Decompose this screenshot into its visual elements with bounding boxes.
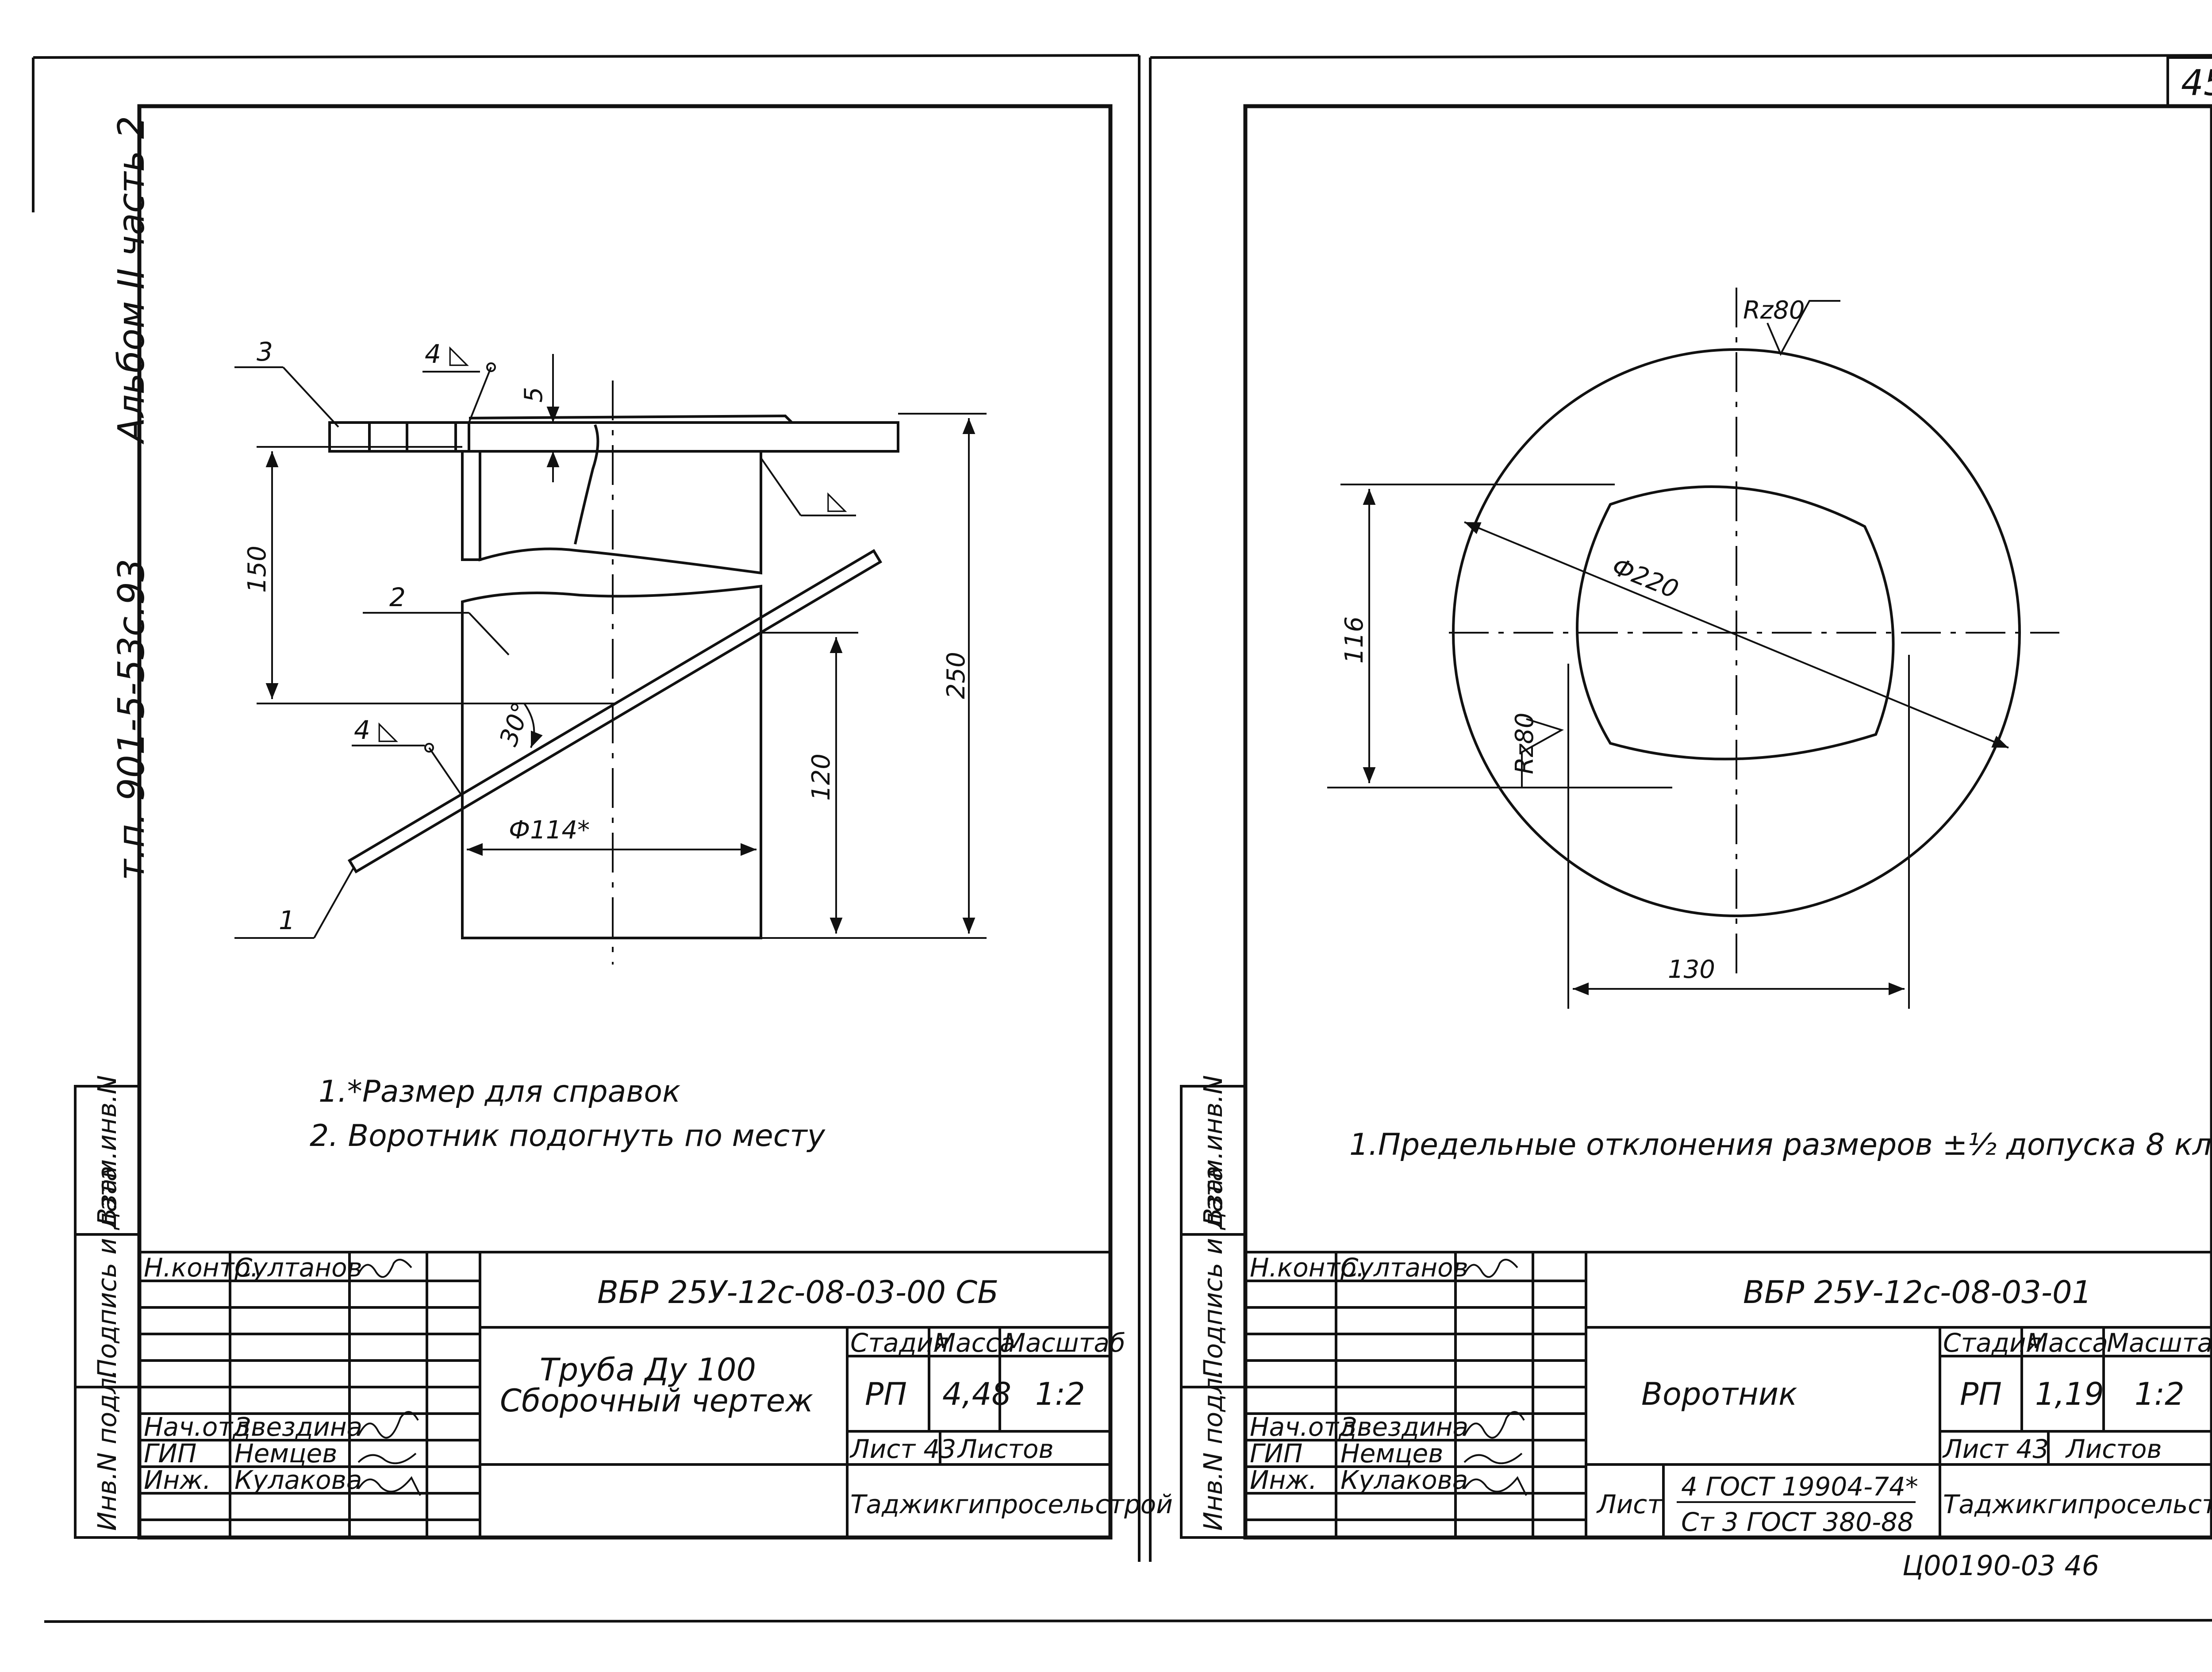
left-name-nkontr: Султанов — [234, 1253, 362, 1283]
signature — [357, 1476, 421, 1496]
right-head-mass: Масса — [2026, 1328, 2108, 1358]
side-stamp-vzam: Взам.инв.N — [1198, 1075, 1228, 1226]
right-sheets-label: Листов — [2065, 1434, 2162, 1464]
left-head-stage: Стадия — [850, 1328, 949, 1358]
left-name-inzh: Кулакова — [234, 1465, 362, 1495]
dim-120: 120 — [807, 753, 836, 801]
right-title: Воротник — [1641, 1376, 1797, 1412]
dim-250: 250 — [942, 652, 971, 699]
right-name-nachotd: Звездина — [1340, 1412, 1468, 1442]
left-organization: Таджикгипросельстрой — [850, 1489, 1173, 1519]
right-material-line-2: Ст 3 ГОСТ 380-88 — [1681, 1507, 1914, 1537]
page-number: 45 — [2181, 62, 2212, 104]
album-title: Альбом II часть 2 — [111, 116, 153, 445]
left-name-nachotd: Звездина — [234, 1412, 362, 1442]
dim-116: 116 — [1340, 616, 1369, 664]
assembly-drawing: 3 2 1 4 ◺ 4 ◺ ◺ 5 150 250 — [234, 337, 987, 965]
left-head-scale: Масштаб — [1003, 1328, 1125, 1358]
roughness-outer: Rz80 — [1743, 296, 1805, 325]
right-head-scale: Масштаб — [2107, 1328, 2212, 1358]
side-stamp-inv: Инв.N подл. — [92, 1369, 122, 1531]
page-frames — [32, 54, 2212, 1623]
right-name-inzh: Кулакова — [1340, 1465, 1468, 1495]
right-scale-value: 1:2 — [2135, 1376, 2185, 1412]
right-organization: Таджикгипросельстрой — [1943, 1489, 2212, 1519]
left-sheets-label: Листов — [957, 1434, 1054, 1464]
right-material-label: Лист — [1596, 1489, 1663, 1519]
right-role-nachotd: Нач.отд. — [1250, 1412, 1365, 1442]
signature — [1463, 1411, 1525, 1439]
right-doc-code: ВБР 25У-12с-08-03-01 — [1743, 1274, 2092, 1311]
right-stage-value: РП — [1960, 1376, 2002, 1412]
signature — [1463, 1453, 1523, 1464]
left-role-nkontr: Н.контр. — [144, 1253, 259, 1283]
left-stage-value: РП — [865, 1376, 907, 1412]
signature — [357, 1259, 412, 1278]
left-sheet-label: Лист 43 — [849, 1434, 956, 1464]
dim-130: 130 — [1668, 955, 1715, 984]
part-label-3: 3 — [257, 337, 273, 367]
left-note-2: 2. Воротник подогнуть по месту — [310, 1119, 826, 1153]
collar-drawing: Ф220 116 130 Rz80 Rz80 — [1327, 288, 2059, 1009]
right-role-inzh: Инж. — [1250, 1465, 1317, 1495]
right-head-stage: Стадия — [1943, 1328, 2042, 1358]
dim-5: 5 — [519, 387, 548, 403]
right-mass-value: 1,19 — [2035, 1376, 2104, 1412]
right-name-gip: Немцев — [1340, 1438, 1443, 1468]
right-note-1: 1.Предельные отклонения размеров ±½ допу… — [1349, 1127, 2212, 1162]
dim-phi-114: Ф114* — [509, 816, 590, 845]
right-name-nkontr: Султанов — [1340, 1253, 1468, 1283]
side-stamp-inv: Инв.N подл. — [1198, 1369, 1228, 1531]
side-stamp-podpis: Подпись и дата — [1198, 1166, 1228, 1378]
left-mass-value: 4,48 — [942, 1376, 1011, 1412]
left-role-nachotd: Нач.отд. — [144, 1412, 259, 1442]
left-role-gip: ГИП — [144, 1438, 196, 1468]
roughness-inner: Rz80 — [1510, 712, 1539, 774]
signature — [357, 1411, 419, 1439]
weld-mark-right: ◺ — [827, 485, 847, 515]
weld-mark-top: 4 ◺ — [425, 339, 469, 369]
signature — [1463, 1476, 1527, 1496]
signature — [357, 1453, 417, 1464]
right-role-nkontr: Н.контр. — [1250, 1253, 1365, 1283]
dim-angle-30: 30° — [494, 699, 536, 750]
right-side-stamp: Взам.инв.N Подпись и дата Инв.N подл. — [1180, 1075, 1247, 1539]
side-stamp-vzam: Взам.инв.N — [92, 1075, 122, 1226]
right-sheet: 45 Взам.инв.N Подпись и дата Инв.N подл.… — [1180, 56, 2212, 1582]
left-side-stamp: Взам.инв.N Подпись и дата Инв.N подл. — [74, 1075, 141, 1539]
left-scale-value: 1:2 — [1035, 1376, 1085, 1412]
right-sheet-label: Лист 43 — [1942, 1434, 2049, 1464]
left-role-inzh: Инж. — [144, 1465, 211, 1495]
right-title-block: Н.контр. Султанов Нач.отд. Звездина ГИП … — [1244, 1251, 2212, 1539]
archive-code: Ц00190-03 46 — [1902, 1549, 2099, 1582]
left-doc-code: ВБР 25У-12с-08-03-00 СБ — [597, 1274, 998, 1311]
left-name-gip: Немцев — [234, 1438, 337, 1468]
left-head-mass: Масса — [933, 1328, 1015, 1358]
left-sheet: Взам.инв.N Подпись и дата Инв.N подл. Ал… — [74, 104, 1173, 1540]
left-title-line-1: Труба Ду 100 — [540, 1352, 756, 1388]
weld-mark-bottom: 4 ◺ — [354, 715, 398, 745]
right-material-line-1: 4 ГОСТ 19904-74* — [1681, 1472, 1918, 1502]
right-role-gip: ГИП — [1250, 1438, 1302, 1468]
side-stamp-podpis: Подпись и дата — [92, 1166, 122, 1378]
left-title-line-2: Сборочный чертеж — [500, 1383, 813, 1419]
left-title-block: Н.контр. Султанов Нач.отд. Звездина ГИП … — [138, 1251, 1173, 1539]
left-note-1: 1.*Размер для справок — [319, 1074, 680, 1109]
project-code: т.п. 901-5-53с.93 — [111, 559, 153, 880]
signature — [1463, 1259, 1518, 1278]
dim-150: 150 — [243, 546, 272, 593]
part-label-2: 2 — [389, 582, 406, 612]
part-label-1: 1 — [279, 905, 295, 935]
